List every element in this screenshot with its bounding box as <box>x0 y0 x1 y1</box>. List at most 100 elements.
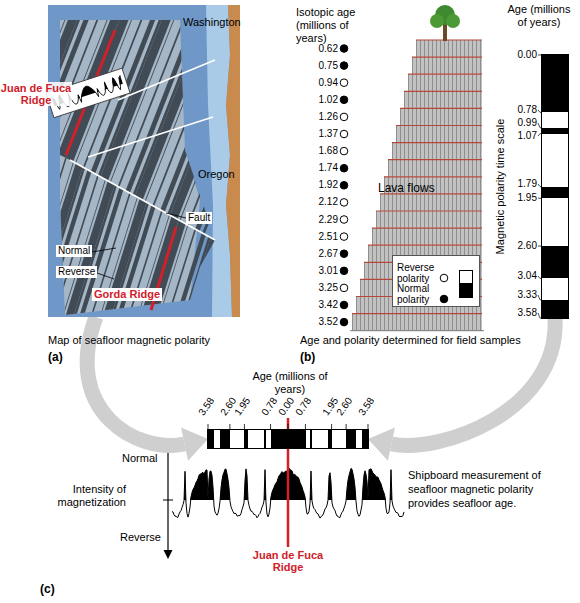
time-scale-age: 0.99 <box>506 117 537 129</box>
flow-boundary <box>352 313 482 314</box>
normal-polarity-band <box>362 430 368 448</box>
normal-stripe <box>110 5 240 317</box>
isotopic-age: 3.01 <box>292 265 338 277</box>
isotopic-age: 1.74 <box>292 162 338 174</box>
magnetic-stripes <box>48 5 240 317</box>
land <box>226 5 240 317</box>
normal-stripe <box>111 5 240 317</box>
flow-boundary <box>368 245 482 246</box>
normal-polarity-band <box>346 430 356 448</box>
normal-stripe <box>195 5 240 317</box>
normal-stripe <box>99 5 240 317</box>
normal-polarity-band <box>542 128 568 134</box>
lava-flow-layer <box>388 160 482 177</box>
legend-swatch <box>459 270 473 284</box>
normal-sample-dot <box>340 45 348 53</box>
normal-stripe <box>48 5 215 317</box>
legend-dot <box>440 295 448 303</box>
time-scale-age: 3.58 <box>506 307 537 319</box>
normal-polarity-band <box>310 430 312 448</box>
normal-stripe <box>48 5 156 317</box>
normal-sample-dot <box>340 164 348 172</box>
lava-flow-layer <box>372 228 482 245</box>
panel-letter: (b) <box>300 350 315 364</box>
strip-age: 1.95 <box>233 395 254 418</box>
strip-age: 3.58 <box>356 395 377 418</box>
arrowhead <box>181 427 208 460</box>
isotopic-age: 1.02 <box>292 94 338 106</box>
lava-flow-layer <box>416 40 482 57</box>
normal-stripe <box>153 5 240 317</box>
panel-letter: (c) <box>40 582 55 596</box>
legend-dot <box>440 274 448 282</box>
normal-polarity-band <box>288 430 306 448</box>
time-scale-age: 1.79 <box>506 178 537 190</box>
normal-polarity-band <box>271 430 289 448</box>
lava-flow-layer <box>412 57 482 74</box>
strip-age: 0.00 <box>276 395 297 418</box>
strip-age: 3.58 <box>196 395 217 418</box>
ridge-label: Juan de Fuca Ridge <box>250 549 326 573</box>
normal-stripe <box>102 5 240 317</box>
isotopic-age: 1.26 <box>292 111 338 123</box>
isotopic-age: 0.75 <box>292 60 338 72</box>
flow-boundary <box>416 39 482 40</box>
legend-box: Reverse polarityNormal polarity <box>392 255 480 307</box>
isotopic-age: 0.94 <box>292 77 338 89</box>
flow-boundary <box>400 108 482 109</box>
normal-stripe <box>48 5 181 317</box>
leader-line <box>92 248 116 252</box>
lava-flow-layer <box>392 143 482 160</box>
flow-boundary <box>388 159 482 160</box>
isotopic-age: 3.25 <box>292 282 338 294</box>
lava-flow-layer <box>396 126 482 143</box>
note-text: Shipboard measurement of seafloor magnet… <box>408 468 566 510</box>
normal-sample-dot <box>340 301 348 309</box>
normal-stripe <box>119 5 240 317</box>
flow-boundary <box>372 228 482 229</box>
ridge-label: Gorda Ridge <box>92 288 162 301</box>
polarity-axis-label: Reverse <box>120 531 161 544</box>
normal-polarity-band <box>220 430 230 448</box>
normal-polarity-band <box>542 246 568 278</box>
state-label: Washington <box>183 16 241 28</box>
flow-boundary <box>408 74 482 75</box>
tree-trunk <box>443 23 447 41</box>
normal-stripe <box>48 5 227 317</box>
time-scale-age: 1.95 <box>506 192 537 204</box>
normal-stripe <box>161 5 240 317</box>
leader-line <box>166 213 186 218</box>
reverse-sample-dot <box>340 79 348 87</box>
isotopic-age: 0.62 <box>292 43 338 55</box>
ridge-label: Juan de Fuca Ridge <box>0 82 72 106</box>
normal-polarity-band <box>542 187 568 199</box>
reverse-sample-dot <box>340 113 348 121</box>
axis-title: Age (millions of years) <box>240 370 340 396</box>
arrowhead <box>368 427 395 460</box>
isotopic-age: 3.52 <box>292 316 338 328</box>
map-body <box>48 5 240 317</box>
axis-title: Age (millions of years) <box>502 3 576 29</box>
lava-flow-layer <box>376 211 482 228</box>
normal-polarity-band <box>542 55 568 112</box>
legend-symbol <box>439 294 449 304</box>
normal-sample-dot <box>340 267 348 275</box>
legend-symbol <box>439 273 449 283</box>
isotopic-age: 2.51 <box>292 231 338 243</box>
normal-stripe <box>49 5 240 317</box>
normal-stripe <box>92 5 240 317</box>
polarity-key: Normal <box>56 245 92 257</box>
axis-arrowhead <box>164 550 173 559</box>
leader-line <box>97 273 114 279</box>
fault-line <box>70 160 215 240</box>
flow-label: Lava flows <box>378 181 435 195</box>
normal-stripe <box>127 5 240 317</box>
isotopic-age: 2.12 <box>292 196 338 208</box>
normal-stripe <box>134 5 240 317</box>
fault-line <box>118 60 215 100</box>
isotopic-age: 3.42 <box>292 299 338 311</box>
flow-boundary <box>404 91 482 92</box>
isotopic-age: 1.92 <box>292 179 338 191</box>
normal-sample-dot <box>340 62 348 70</box>
polarity-strip: Age (millions of years) <box>208 430 368 448</box>
